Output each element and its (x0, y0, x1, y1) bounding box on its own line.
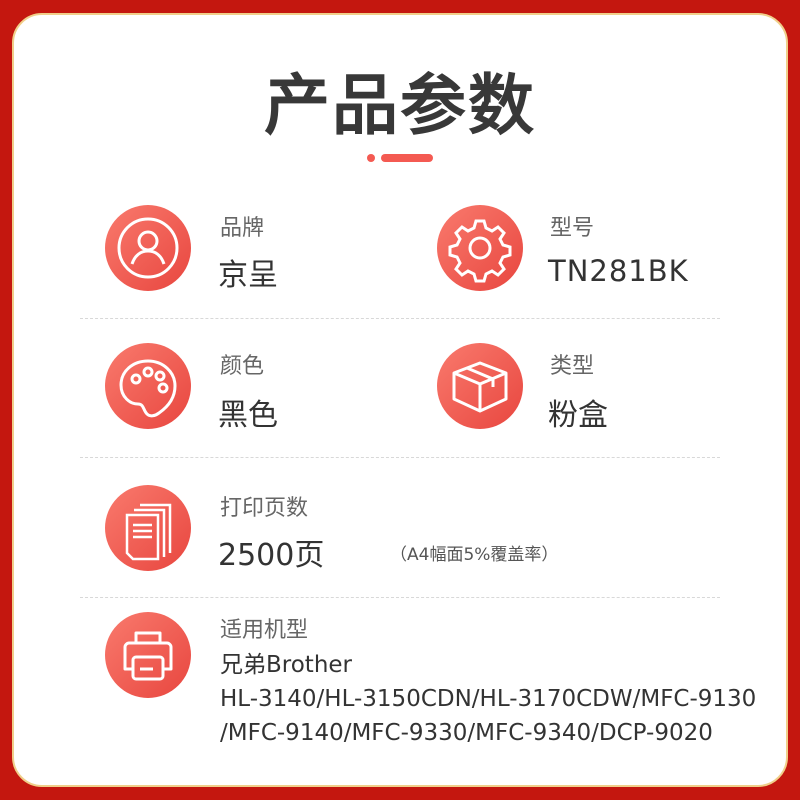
pages-note: （A4幅面5%覆盖率） (390, 545, 559, 565)
compat-label: 适用机型 (220, 618, 309, 643)
user-icon (105, 205, 191, 291)
color-label: 颜色 (220, 354, 265, 379)
pages-label: 打印页数 (220, 496, 309, 521)
box-icon (437, 343, 523, 429)
model-label: 型号 (550, 216, 595, 241)
divider (80, 318, 720, 319)
gear-icon (437, 205, 523, 291)
color-value: 黑色 (218, 398, 278, 433)
page-title: 产品参数 (264, 67, 536, 144)
model-value: TN281BK (548, 254, 689, 288)
title-dot-decoration (367, 154, 375, 162)
divider (80, 457, 720, 458)
brand-value: 京呈 (218, 258, 278, 293)
pages-icon (105, 485, 191, 571)
pages-value: 2500页 (218, 538, 325, 573)
type-value: 粉盒 (548, 398, 608, 433)
divider (80, 597, 720, 598)
type-label: 类型 (550, 354, 595, 379)
printer-icon (105, 612, 191, 698)
title-bar-decoration (381, 154, 433, 162)
brand-label: 品牌 (220, 216, 265, 241)
palette-icon (105, 343, 191, 429)
compatible-models: 兄弟Brother HL-3140/HL-3150CDN/HL-3170CDW/… (220, 648, 780, 750)
compat-models-line: /MFC-9140/MFC-9330/MFC-9340/DCP-9020 (220, 720, 713, 746)
compat-models-line: HL-3140/HL-3150CDN/HL-3170CDW/MFC-9130 (220, 686, 757, 712)
compat-brand: 兄弟Brother (220, 652, 353, 678)
